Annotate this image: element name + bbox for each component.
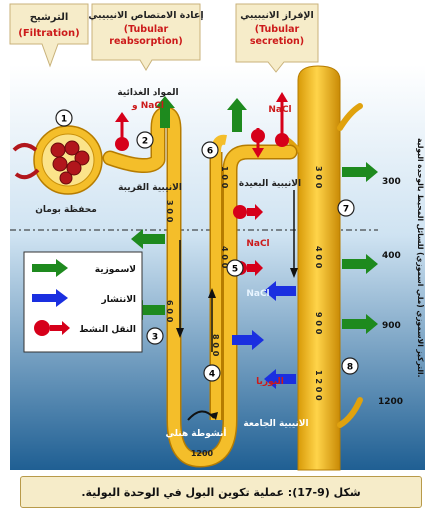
step-marker-label: 1 [61,115,67,125]
pump-secretion-right [275,92,289,147]
osmosis-arrow-up-2 [227,98,247,132]
vertical-axis-label: التركيز الاسموزي (ملي اسموزي) للسائل الم… [416,138,425,378]
pump-proximal [115,112,129,151]
dist-100-value: 1 0 0 [220,166,229,189]
label-nutrients: المواد الغذائية [117,88,178,98]
legend-pump-icon [34,320,50,336]
legend-osmosis-icon [32,259,68,277]
nephron-tubule [104,108,296,466]
glomerulus [50,140,90,185]
osmosis-arrow-left-1 [131,229,165,249]
label-proximal: الانيبية القريبة [118,183,182,193]
scale-300: 300 [382,177,401,187]
step-marker-7 [337,199,355,217]
step-marker-label: 3 [152,333,158,343]
legend-diffusion-label: الانتشار [100,295,136,305]
coll-1200-value: 1 2 0 0 [314,370,323,401]
label-nacl-secretion: NaCl [268,105,291,115]
figure-caption: شكل (9-17): عملية تكوين البول في الوحدة … [20,476,422,508]
label-loop: أنشوطة هنلي [165,427,226,439]
legend: لاسموزية الانتشار النقل النشط [23,251,143,353]
label-collecting: الانيبية الجامعة [243,419,308,429]
prox-300-value: 3 0 0 [165,200,174,223]
step-marker-8 [341,357,359,375]
collecting-duct [281,65,363,471]
header-filtration: الترشيح (Filtration) [9,3,89,68]
step-marker-1 [55,109,73,127]
step-marker-6 [201,141,219,159]
coll-300-value: 3 0 0 [314,166,323,189]
pump-distal-1 [233,204,263,220]
step-marker-label: 5 [232,265,238,275]
coll-900-value: 9 0 0 [314,312,323,335]
step-marker-label: 6 [207,147,213,157]
step-markers: 1 2 3 4 5 6 7 8 [55,109,359,382]
asc-800-value: 8 0 0 [211,334,220,357]
svg-text:الترشيح: الترشيح [30,12,69,23]
loop-bottom-value: 1200 [191,449,214,458]
step-marker-3 [146,327,164,345]
osmosis-arrow-up-1 [155,96,175,128]
scale-900: 900 [382,321,401,331]
svg-text:إعادة الامتصاص الانيبيبي: إعادة الامتصاص الانيبيبي [88,10,203,21]
prox-600-value: 6 0 0 [165,300,174,323]
osmosis-arrow-right-3 [342,314,378,334]
osmolarity-scale: 300 400 900 1200 [378,177,403,407]
step-marker-label: 4 [209,370,215,380]
bowman-capsule [12,125,103,195]
step-marker-4 [203,364,221,382]
scale-400: 400 [382,251,401,261]
step-marker-label: 7 [343,205,349,215]
step-marker-label: 8 [347,363,353,373]
legend-pump-label: النقل النشط [79,325,136,335]
diffusion-arrow-left-1 [264,281,296,301]
label-nacl-distal: NaCl [246,239,269,249]
diffusion-arrow-left-2 [264,369,296,389]
legend-osmosis-label: لاسموزية [95,265,136,275]
label-distal: الانيبية البعيدة [239,179,301,189]
svg-text:الإفراز الانيبيبي: الإفراز الانيبيبي [240,10,314,21]
label-urea: اليوريا [256,377,284,387]
svg-text:(Filtration): (Filtration) [18,28,79,39]
label-and-nacl: و NaCl [131,101,164,111]
step-marker-2 [136,131,154,149]
legend-diffusion-icon [32,289,68,307]
label-bowman: محفظة بومان [35,205,97,215]
pump-secretion-left [251,128,265,158]
label-nacl-ascending: NaCl [246,289,269,299]
dist-400-value: 4 0 0 [220,246,229,269]
osmosis-arrow-right-2 [342,254,378,274]
osmosis-arrow-right-1 [342,162,378,182]
diffusion-arrow-right [232,330,264,350]
scale-1200: 1200 [378,397,403,407]
step-marker-5 [226,259,244,277]
step-marker-label: 2 [142,137,148,147]
coll-400-value: 4 0 0 [314,246,323,269]
